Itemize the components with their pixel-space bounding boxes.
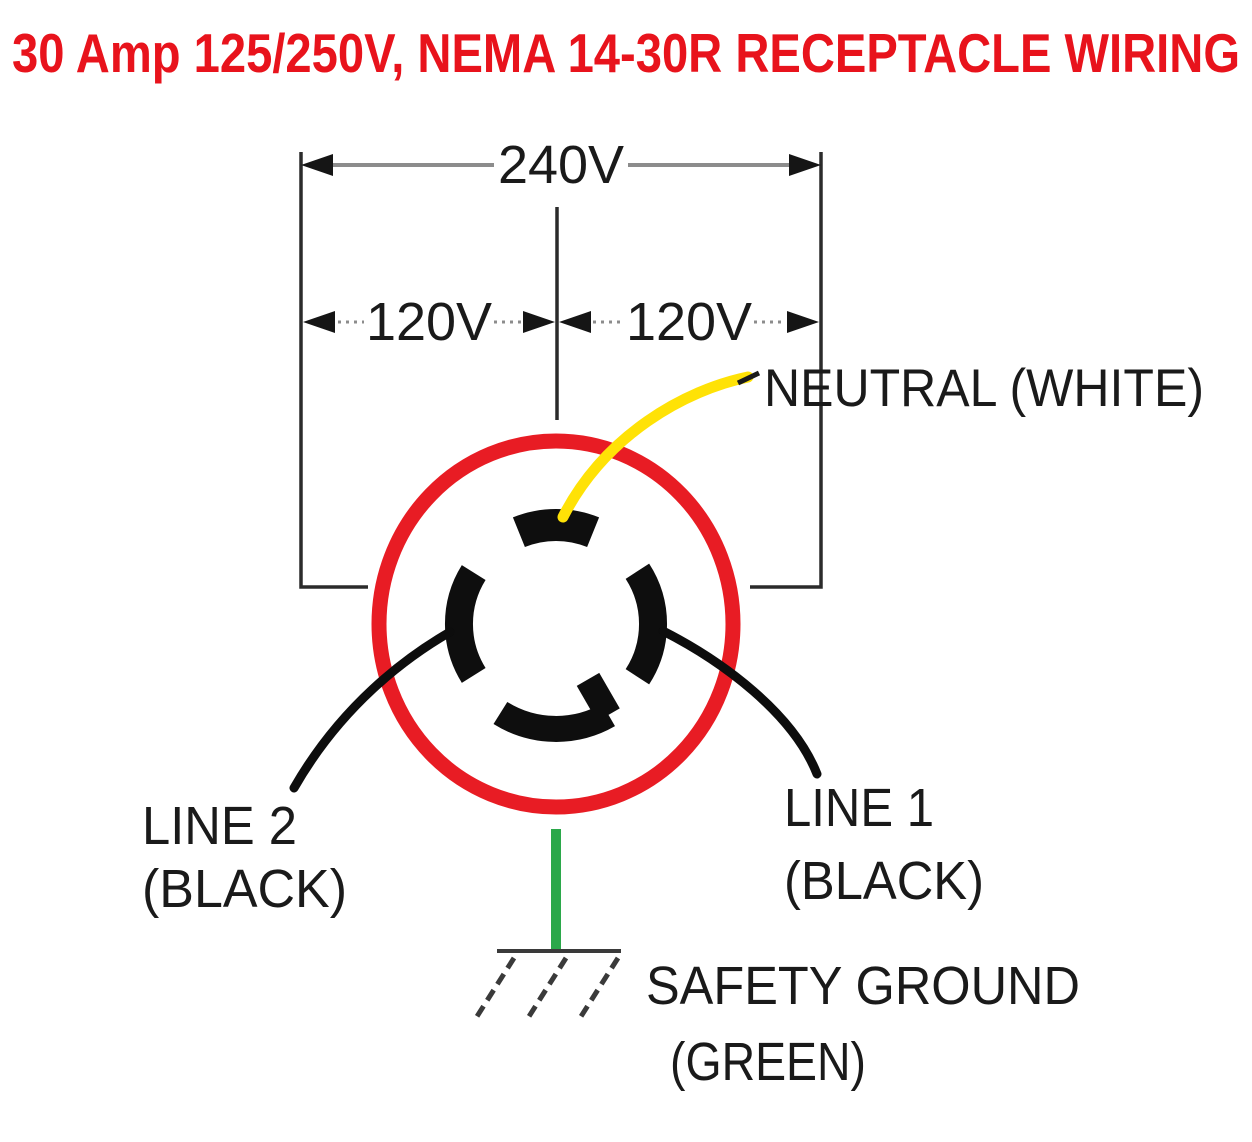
neutral-leader-tick [736,370,761,386]
label-line2: LINE 2 [142,796,297,856]
ground-symbol-hatch-2 [525,956,569,1020]
label-line2-color: (BLACK) [142,859,347,919]
left-box-line [299,152,368,589]
arrow-120v-center-left-icon [523,311,555,333]
ground-slot [493,701,615,742]
line2-wire [289,627,455,793]
page-title: 30 Amp 125/250V, NEMA 14-30R RECEPTACLE … [12,22,1240,84]
ground-symbol-hatch-3 [577,956,621,1020]
label-ground-color: (GREEN) [670,1032,866,1092]
arrow-120v-far-left-icon [303,311,335,333]
diagram-labels: 240V 120V 120V NEUTRAL (WHITE) LINE 2 (B… [142,135,1204,1092]
label-safety-ground: SAFETY GROUND [646,956,1080,1016]
receptacle-ring [371,433,741,815]
dimension-box-lines [299,152,823,589]
ground-symbol-hatch-1 [473,956,517,1020]
label-120v-left: 120V [366,292,492,352]
ground-slot-hook [576,672,620,722]
arrow-120v-center-right-icon [559,311,591,333]
label-line1-color: (BLACK) [784,851,984,911]
line1-wire [658,626,822,779]
label-120v-right: 120V [626,292,752,352]
neutral-slot [512,508,600,548]
line1-slot [625,563,668,685]
arrow-240v-left-icon [301,154,333,176]
neutral-wire [557,371,754,523]
line2-slot [444,565,486,683]
receptacle-slots [444,508,668,742]
safety-ground-symbol-icon [473,949,621,1020]
arrow-120v-far-right-icon [787,311,819,333]
label-neutral: NEUTRAL (WHITE) [764,359,1204,418]
right-box-line [750,152,823,589]
arrow-240v-right-icon [789,154,821,176]
label-line1: LINE 1 [784,778,934,838]
dimension-arrowheads [301,154,821,333]
label-240v: 240V [498,135,624,195]
